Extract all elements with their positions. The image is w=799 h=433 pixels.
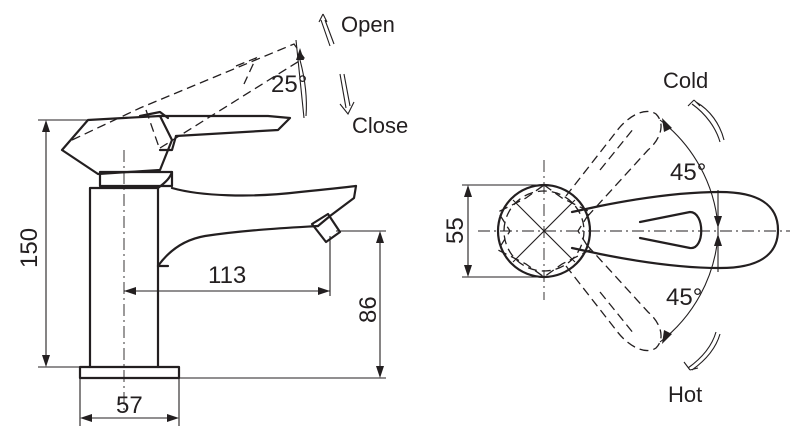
close-arrow xyxy=(339,73,355,116)
top-view: 55 Cold Hot 45° 45° xyxy=(442,68,790,407)
top-handle xyxy=(570,190,780,270)
diameter-dimension xyxy=(462,184,544,278)
faucet-body xyxy=(78,170,181,380)
height-value: 150 xyxy=(16,228,43,268)
lever-open-outline xyxy=(71,43,305,151)
faucet-spout xyxy=(156,184,358,268)
height-dimension xyxy=(38,119,90,368)
cold-angle-label: 45° xyxy=(670,159,706,186)
cold-position-outline xyxy=(565,110,662,219)
spout-height-dimension xyxy=(179,230,386,379)
hot-arrow xyxy=(683,331,721,371)
open-arrow xyxy=(318,13,335,47)
reach-value: 113 xyxy=(208,262,246,289)
base-width-dimension xyxy=(79,378,180,426)
hot-position-outline xyxy=(565,243,662,352)
spout-height-value: 86 xyxy=(355,296,382,323)
reach-dimension xyxy=(123,150,331,410)
cold-arrow xyxy=(687,99,725,143)
diameter-value: 55 xyxy=(442,217,469,244)
lever-angle-label: 25° xyxy=(271,71,307,98)
side-view: Open Close 25° 150 113 86 xyxy=(16,12,408,426)
lever-angle-marks xyxy=(295,39,307,119)
base-width-value: 57 xyxy=(116,392,143,419)
hot-angle-label: 45° xyxy=(666,284,702,311)
cold-label: Cold xyxy=(663,68,708,93)
rotation-arcs xyxy=(659,118,722,344)
lever-handle xyxy=(60,110,292,176)
hot-label: Hot xyxy=(668,382,702,407)
open-label: Open xyxy=(341,12,395,37)
close-label: Close xyxy=(352,113,408,138)
